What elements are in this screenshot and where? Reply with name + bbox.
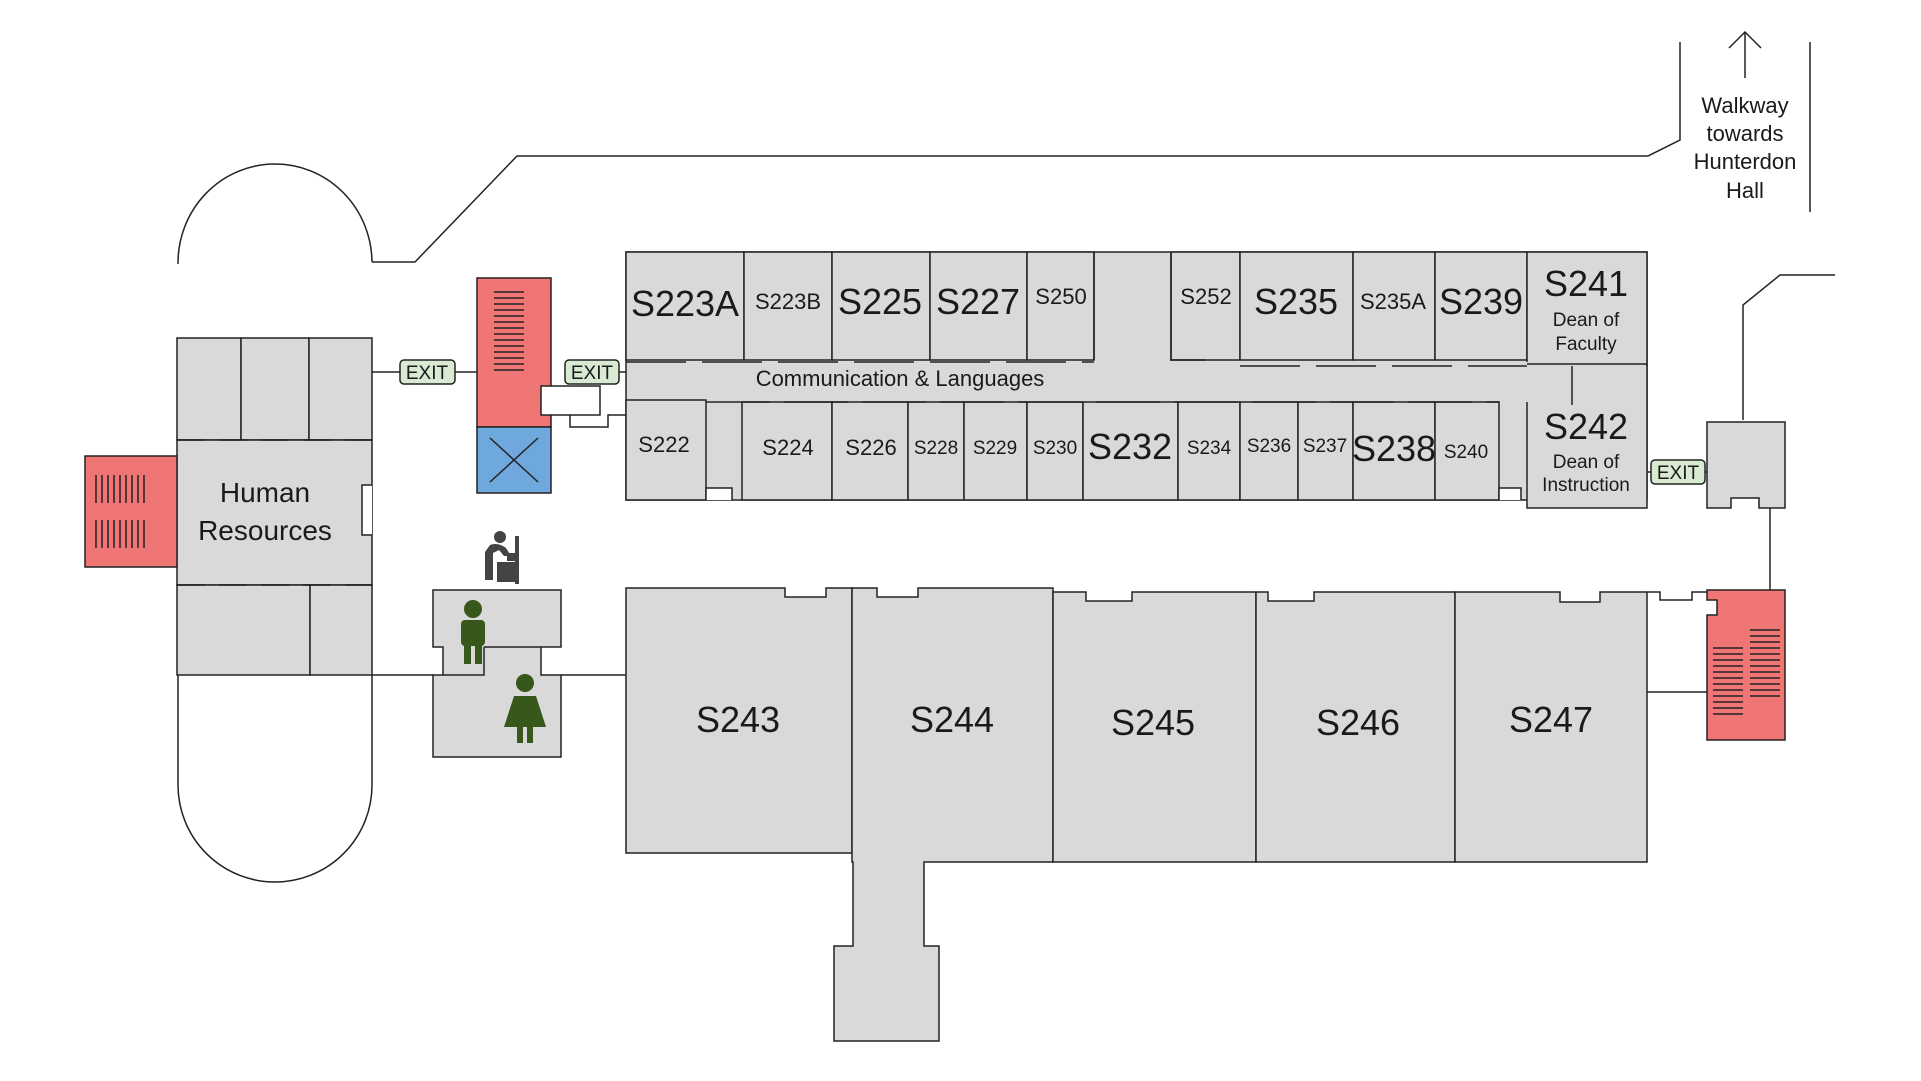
- exit-label-east: EXIT: [1657, 463, 1700, 484]
- label-s235: S235: [1254, 281, 1338, 322]
- label-s227: S227: [936, 281, 1020, 322]
- corridor-top-s252-wall: [1170, 252, 1206, 361]
- label-s230: S230: [1033, 438, 1077, 459]
- label-s244: S244: [910, 699, 994, 740]
- s240-notch: [1498, 487, 1522, 500]
- hr-label-1: Human: [220, 477, 310, 508]
- room-s245: [1052, 591, 1257, 863]
- room-s225: [831, 251, 931, 361]
- stair-corridor-link: [551, 385, 601, 416]
- restroom-block: [432, 589, 562, 758]
- label-s228: S228: [914, 438, 958, 459]
- label-s225: S225: [838, 281, 922, 322]
- hr-room-main: [176, 439, 373, 586]
- label-s245: S245: [1111, 702, 1195, 743]
- label-s241: S241: [1544, 263, 1628, 304]
- label-s237: S237: [1303, 436, 1347, 457]
- label-s252: S252: [1180, 284, 1231, 309]
- southeast-stairwell: [1706, 589, 1786, 741]
- hr-room-top-2: [240, 337, 310, 441]
- label-s243: S243: [696, 699, 780, 740]
- walkway-label-4: Hall: [1726, 178, 1764, 203]
- hr-east-notch: [361, 484, 372, 536]
- room-s222: [625, 399, 707, 501]
- men-restroom-icon: [461, 600, 485, 664]
- walkway-label-2: towards: [1706, 121, 1783, 146]
- label-s226: S226: [845, 435, 896, 460]
- corridor-label: Communication & Languages: [756, 366, 1045, 391]
- room-s223b: [743, 251, 833, 361]
- label-s240: S240: [1444, 442, 1488, 463]
- label-s241-sub-2: Faculty: [1555, 334, 1617, 355]
- southwest-rotunda: [177, 675, 373, 883]
- label-s235a: S235A: [1360, 289, 1426, 314]
- label-s236: S236: [1247, 436, 1291, 457]
- hr-room-bottom-2: [309, 584, 373, 676]
- walkway-label-1: Walkway: [1701, 93, 1788, 118]
- north-walkway-outline: [372, 42, 1681, 263]
- s222-notch: [705, 487, 733, 500]
- label-s232: S232: [1088, 426, 1172, 467]
- southeast-stair-treads: [1713, 629, 1780, 715]
- northwest-stair-treads: [494, 291, 524, 371]
- elevator-x-icon: [476, 426, 552, 494]
- exit-sign-west: [399, 359, 456, 385]
- room-s247: [1454, 591, 1648, 863]
- room-s236: [1239, 401, 1299, 501]
- northwest-rotunda: [177, 163, 373, 265]
- restroom-divider: [443, 646, 541, 676]
- southeast-link: [1647, 591, 1707, 601]
- label-s223a: S223A: [631, 283, 739, 324]
- label-s250: S250: [1035, 284, 1086, 309]
- room-s226: [831, 401, 909, 501]
- drinking-fountain-icon: [485, 531, 519, 584]
- room-s223a: [625, 251, 745, 361]
- label-s238: S238: [1352, 428, 1436, 469]
- room-s228: [907, 401, 965, 501]
- arrow-up-icon: [1728, 30, 1762, 78]
- east-outline: [1742, 274, 1835, 420]
- exit-label-west: EXIT: [406, 363, 449, 384]
- walkway-label-3: Hunterdon: [1694, 149, 1797, 174]
- room-s239: [1434, 251, 1528, 361]
- label-s222: S222: [638, 432, 689, 457]
- label-s241-sub-1: Dean of: [1553, 310, 1620, 331]
- label-s229: S229: [973, 438, 1017, 459]
- room-s240: [1434, 401, 1500, 501]
- room-s241: [1526, 251, 1648, 365]
- room-s235: [1239, 251, 1354, 361]
- east-small-room: [1706, 421, 1786, 509]
- hr-room-bottom-1: [176, 584, 311, 676]
- room-s238: [1352, 401, 1436, 501]
- label-s234: S234: [1187, 438, 1232, 459]
- label-s239: S239: [1439, 281, 1523, 322]
- hr-room-top-3: [308, 337, 373, 441]
- hr-room-top-1: [176, 337, 242, 441]
- label-s242: S242: [1544, 406, 1628, 447]
- women-restroom-icon: [504, 674, 546, 743]
- room-s244: [833, 587, 1054, 1042]
- room-s229: [963, 401, 1028, 501]
- room-s232: [1082, 401, 1179, 501]
- west-stairwell: [84, 455, 178, 568]
- room-s243: [625, 587, 853, 854]
- label-s224: S224: [762, 435, 813, 460]
- stair-corridor-link-2: [569, 414, 626, 428]
- hr-label-2: Resources: [198, 515, 332, 546]
- label-s242-sub-2: Instruction: [1542, 475, 1630, 496]
- label-s223b: S223B: [755, 289, 821, 314]
- west-stair-treads: [95, 475, 145, 548]
- room-s246: [1255, 591, 1456, 863]
- label-s246: S246: [1316, 702, 1400, 743]
- exit-label-north: EXIT: [571, 363, 614, 384]
- label-s247: S247: [1509, 699, 1593, 740]
- room-s235a: [1352, 251, 1436, 361]
- label-s242-sub-1: Dean of: [1553, 452, 1620, 473]
- corridor-strip: [627, 362, 1646, 402]
